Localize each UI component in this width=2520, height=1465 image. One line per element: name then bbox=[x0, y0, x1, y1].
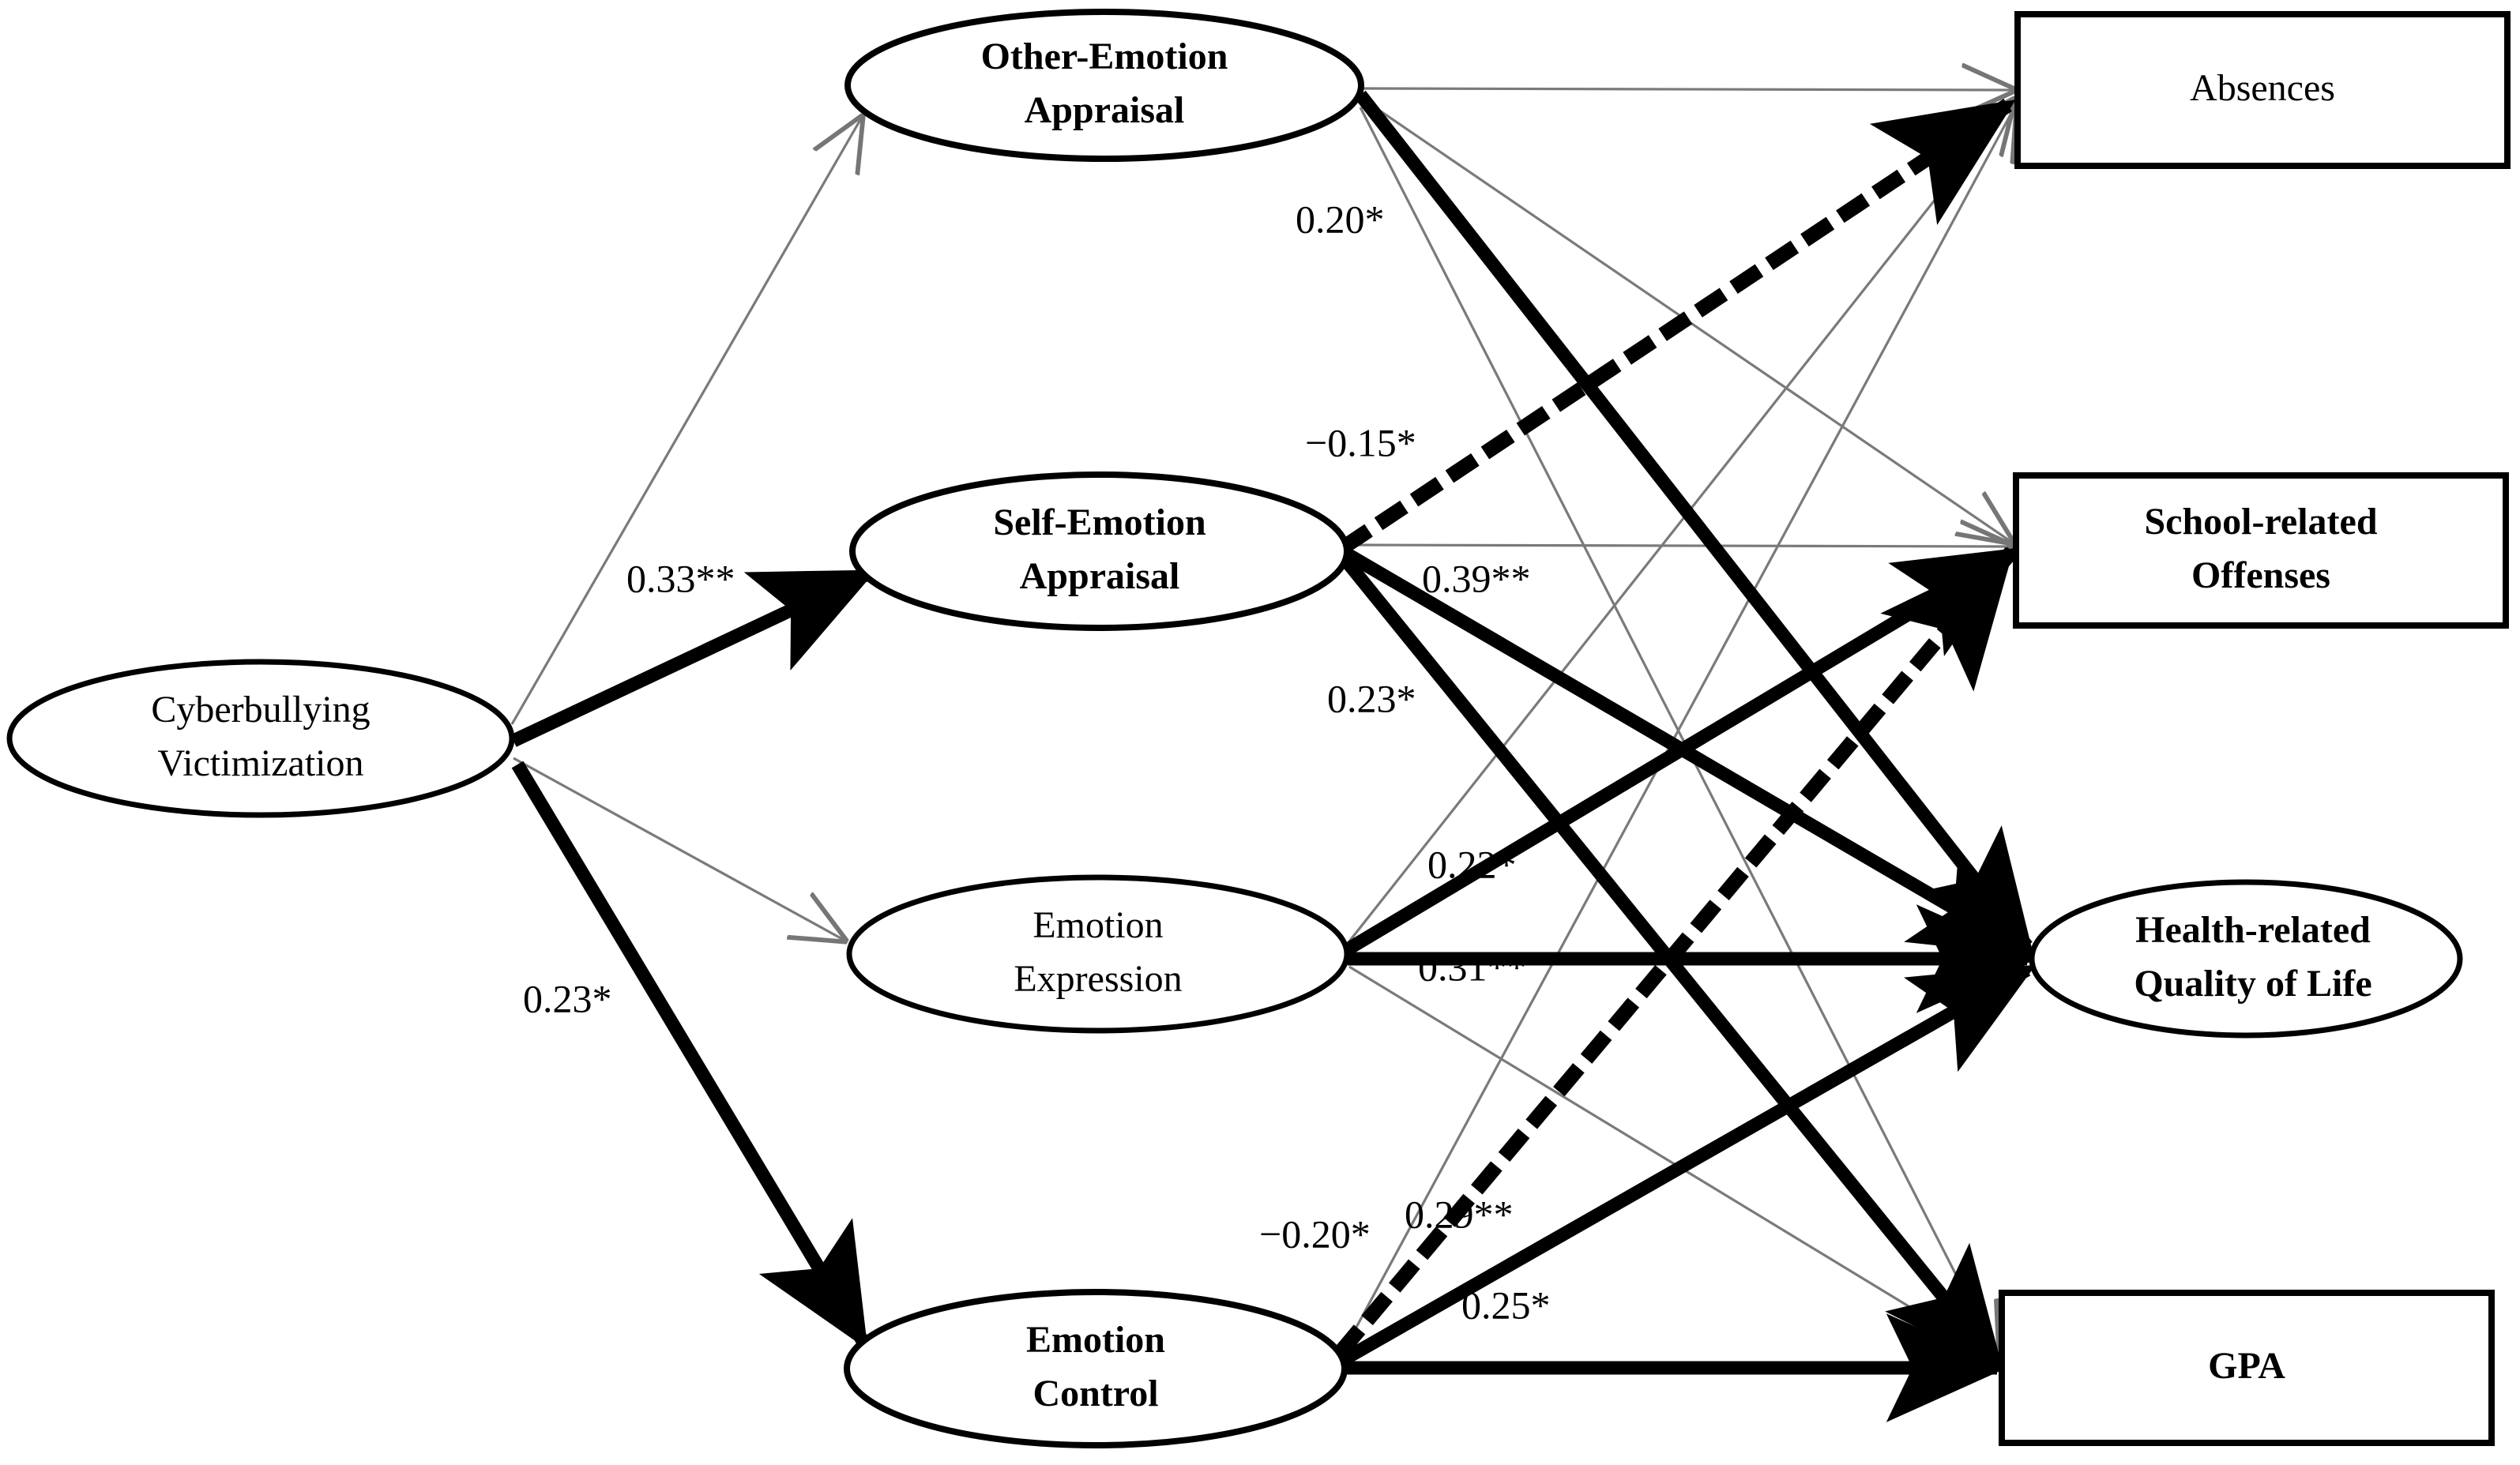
emotion-control-label-line2: Control bbox=[1032, 1373, 1158, 1414]
node-self-emotion-appraisal[interactable]: Self-Emotion Appraisal bbox=[849, 471, 1350, 631]
path-ec-to-absences bbox=[1341, 107, 2014, 1353]
path-oea-to-absences bbox=[1361, 88, 2013, 90]
nonsignificant-path-group bbox=[510, 88, 2014, 1360]
gpa-label: GPA bbox=[2208, 1345, 2285, 1387]
coefficient-ee-to-sro: 0.22* bbox=[1427, 842, 1517, 886]
path-sea-to-sro bbox=[1347, 545, 2011, 547]
coefficient-ec-to-hrqol: 0.29** bbox=[1405, 1192, 1514, 1236]
emotion-control-label-line1: Emotion bbox=[1026, 1319, 1165, 1361]
node-cyberbullying-victimization[interactable]: Cyberbullying Victimization bbox=[6, 659, 515, 818]
node-health-related-quality-of-life[interactable]: Health-related Quality of Life bbox=[2029, 879, 2463, 1039]
self-emotion-appraisal-label-line1: Self-Emotion bbox=[993, 501, 1205, 543]
node-absences[interactable]: Absences bbox=[2014, 11, 2511, 169]
path-cv-to-oea bbox=[510, 118, 861, 725]
path-cv-to-ee bbox=[513, 757, 844, 940]
cyberbullying-victimization-ellipse[interactable] bbox=[6, 659, 515, 818]
self-emotion-appraisal-ellipse[interactable] bbox=[849, 471, 1350, 631]
school-related-offenses-label-line1: School-related bbox=[2144, 501, 2377, 543]
emotion-expression-ellipse[interactable] bbox=[846, 874, 1350, 1034]
significant-path-group bbox=[510, 90, 2037, 1422]
health-related-quality-of-life-label-line2: Quality of Life bbox=[2134, 963, 2371, 1005]
negative-path-group bbox=[1333, 95, 2018, 1358]
coefficient-sea-to-absences: −0.15* bbox=[1305, 420, 1416, 464]
path-cv-to-sea bbox=[510, 568, 877, 747]
coefficient-cv-to-sea: 0.33** bbox=[626, 556, 735, 600]
emotion-expression-label-line2: Expression bbox=[1014, 958, 1182, 1000]
path-ec-to-sro bbox=[1333, 547, 2018, 1358]
health-related-quality-of-life-ellipse[interactable] bbox=[2029, 879, 2463, 1039]
self-emotion-appraisal-label-line2: Appraisal bbox=[1020, 555, 1180, 597]
coefficient-label-group: 0.33** 0.23* 0.20* −0.15* 0.39** 0.23* 0… bbox=[523, 197, 1551, 1327]
coefficient-ec-to-gpa: 0.25* bbox=[1461, 1283, 1551, 1327]
path-oea-to-hrqol bbox=[1355, 90, 2033, 955]
coefficient-sea-to-hrqol: 0.39** bbox=[1422, 556, 1531, 600]
absences-box[interactable] bbox=[2014, 11, 2511, 169]
node-school-related-offenses[interactable]: School-related Offenses bbox=[2013, 472, 2509, 629]
path-sea-to-absences bbox=[1338, 95, 2018, 554]
school-related-offenses-box[interactable] bbox=[2013, 472, 2509, 629]
node-other-emotion-appraisal[interactable]: Other-Emotion Appraisal bbox=[844, 9, 1364, 162]
emotion-control-ellipse[interactable] bbox=[844, 1289, 1348, 1448]
other-emotion-appraisal-label-line2: Appraisal bbox=[1025, 89, 1185, 131]
coefficient-ec-to-sro: −0.20* bbox=[1259, 1211, 1371, 1256]
coefficient-ee-to-hrqol: 0.31** bbox=[1418, 945, 1527, 989]
absences-label: Absences bbox=[2190, 67, 2335, 109]
path-ee-to-absences bbox=[1348, 101, 2013, 942]
coefficient-sea-to-gpa: 0.23* bbox=[1327, 676, 1416, 720]
node-emotion-control[interactable]: Emotion Control bbox=[844, 1289, 1348, 1448]
other-emotion-appraisal-label-line1: Other-Emotion bbox=[981, 36, 1228, 77]
node-gpa[interactable]: GPA bbox=[1999, 1290, 2495, 1446]
cyberbullying-victimization-label-line1: Cyberbullying bbox=[151, 689, 370, 731]
health-related-quality-of-life-label-line1: Health-related bbox=[2135, 909, 2371, 951]
coefficient-oea-to-hrqol: 0.20* bbox=[1296, 197, 1385, 241]
node-emotion-expression[interactable]: Emotion Expression bbox=[846, 874, 1350, 1034]
school-related-offenses-label-line2: Offenses bbox=[2191, 554, 2330, 596]
gpa-box[interactable] bbox=[1999, 1290, 2495, 1446]
coefficient-cv-to-ec: 0.23* bbox=[523, 976, 612, 1020]
other-emotion-appraisal-ellipse[interactable] bbox=[844, 9, 1364, 162]
path-ec-to-hrqol bbox=[1339, 964, 2037, 1366]
path-cv-to-ec bbox=[511, 761, 869, 1350]
cyberbullying-victimization-label-line2: Victimization bbox=[157, 742, 363, 784]
emotion-expression-label-line1: Emotion bbox=[1032, 904, 1163, 946]
